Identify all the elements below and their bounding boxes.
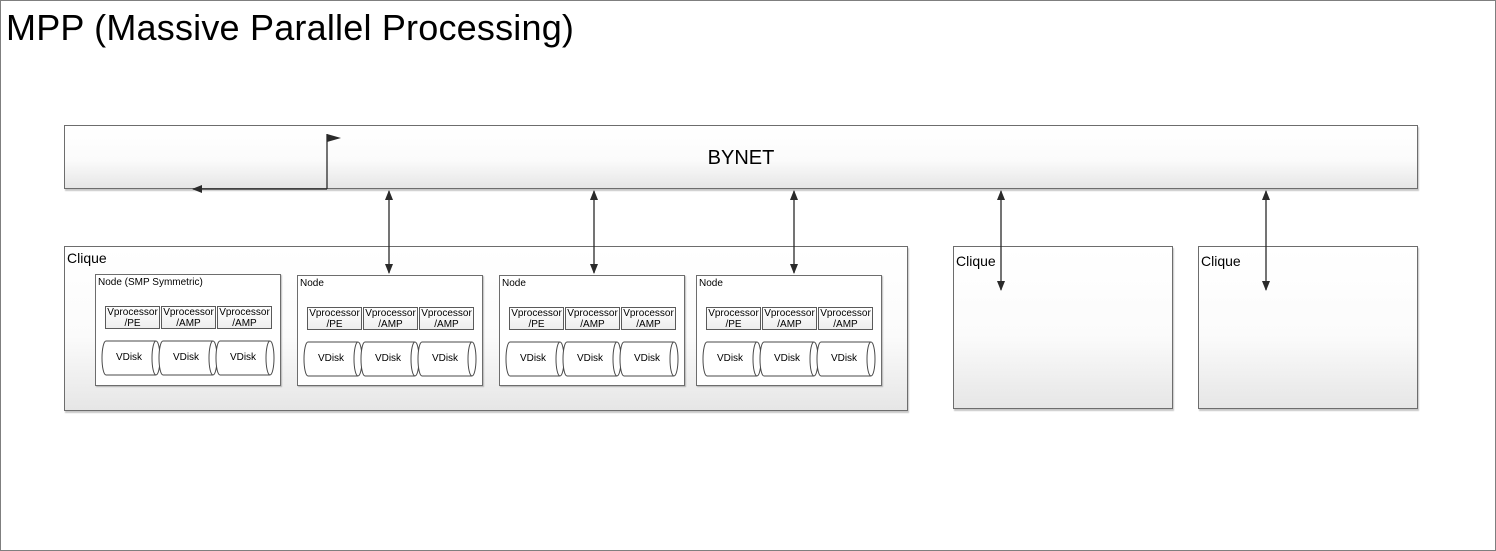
vprocessor-box: Vprocessor/PE <box>105 306 160 329</box>
vprocessor-label: Vprocessor <box>623 308 674 319</box>
vprocessor-role: /AMP <box>232 318 257 329</box>
vprocessor-role: /AMP <box>434 319 459 330</box>
vprocessor-label: Vprocessor <box>708 308 759 319</box>
vprocessor-label: Vprocessor <box>820 308 871 319</box>
vprocessor-role: /AMP <box>636 319 661 330</box>
vdisk: VDisk <box>215 340 275 376</box>
vprocessor-role: /AMP <box>580 319 605 330</box>
clique-3: Clique <box>1198 246 1418 409</box>
vprocessor-label: Vprocessor <box>309 308 360 319</box>
vprocessor-role: /AMP <box>777 319 802 330</box>
vprocessor-role: /PE <box>124 318 141 329</box>
vprocessor-label: Vprocessor <box>511 308 562 319</box>
vdisk-cylinder-icon <box>417 341 477 377</box>
vdisk: VDisk <box>759 341 819 377</box>
vdisk: VDisk <box>158 340 218 376</box>
vprocessor-box: Vprocessor/AMP <box>363 307 418 330</box>
node-label: Node <box>699 278 723 289</box>
clique-label: Clique <box>956 253 996 269</box>
vdisk: VDisk <box>417 341 477 377</box>
vdisk: VDisk <box>101 340 161 376</box>
vdisk-cylinder-icon <box>619 341 679 377</box>
bynet-label: BYNET <box>707 147 775 169</box>
vprocessor-role: /PE <box>528 319 545 330</box>
bynet-bar: BYNET <box>64 125 1418 189</box>
vprocessor-label: Vprocessor <box>365 308 416 319</box>
vprocessor-role: /AMP <box>833 319 858 330</box>
vprocessor-box: Vprocessor/AMP <box>565 307 620 330</box>
vdisk-label: VDisk <box>773 353 801 364</box>
flag-icon <box>327 134 341 142</box>
vdisk-cylinder-icon <box>101 340 161 376</box>
vprocessor-label: Vprocessor <box>107 307 158 318</box>
vdisk-label: VDisk <box>374 353 402 364</box>
vdisk-label: VDisk <box>317 353 345 364</box>
node-label: Node <box>300 278 324 289</box>
vdisk-label: VDisk <box>830 353 858 364</box>
vdisk-cylinder-icon <box>158 340 218 376</box>
vprocessor-label: Vprocessor <box>219 307 270 318</box>
vdisk-cylinder-icon <box>702 341 762 377</box>
vdisk-cylinder-icon <box>759 341 819 377</box>
vdisk: VDisk <box>702 341 762 377</box>
vdisk-cylinder-icon <box>215 340 275 376</box>
clique-label: Clique <box>67 250 107 266</box>
vdisk: VDisk <box>619 341 679 377</box>
node-label: Node (SMP Symmetric) <box>98 277 203 288</box>
vdisk-label: VDisk <box>172 352 200 363</box>
vprocessor-box: Vprocessor/PE <box>509 307 564 330</box>
vdisk-cylinder-icon <box>505 341 565 377</box>
vdisk-label: VDisk <box>633 353 661 364</box>
vprocessor-label: Vprocessor <box>421 308 472 319</box>
vdisk: VDisk <box>562 341 622 377</box>
vprocessor-box: Vprocessor/AMP <box>762 307 817 330</box>
vdisk-label: VDisk <box>519 353 547 364</box>
vdisk-cylinder-icon <box>562 341 622 377</box>
vdisk-cylinder-icon <box>303 341 363 377</box>
vdisk: VDisk <box>816 341 876 377</box>
vprocessor-box: Vprocessor/AMP <box>818 307 873 330</box>
vdisk-label: VDisk <box>431 353 459 364</box>
vdisk: VDisk <box>360 341 420 377</box>
vprocessor-box: Vprocessor/PE <box>706 307 761 330</box>
vprocessor-label: Vprocessor <box>163 307 214 318</box>
vprocessor-box: Vprocessor/AMP <box>419 307 474 330</box>
vprocessor-role: /AMP <box>176 318 201 329</box>
vprocessor-label: Vprocessor <box>567 308 618 319</box>
vdisk-label: VDisk <box>229 352 257 363</box>
diagram-title: MPP (Massive Parallel Processing) <box>6 7 575 48</box>
vprocessor-box: Vprocessor/AMP <box>217 306 272 329</box>
vprocessor-role: /AMP <box>378 319 403 330</box>
vprocessor-label: Vprocessor <box>764 308 815 319</box>
vprocessor-box: Vprocessor/AMP <box>161 306 216 329</box>
vprocessor-box: Vprocessor/AMP <box>621 307 676 330</box>
vdisk: VDisk <box>505 341 565 377</box>
clique-label: Clique <box>1201 253 1241 269</box>
vdisk-cylinder-icon <box>360 341 420 377</box>
node-label: Node <box>502 278 526 289</box>
clique-2: Clique <box>953 246 1173 409</box>
vdisk-label: VDisk <box>115 352 143 363</box>
vdisk-cylinder-icon <box>816 341 876 377</box>
vprocessor-role: /PE <box>326 319 343 330</box>
vdisk-label: VDisk <box>576 353 604 364</box>
vprocessor-box: Vprocessor/PE <box>307 307 362 330</box>
vprocessor-role: /PE <box>725 319 742 330</box>
vdisk: VDisk <box>303 341 363 377</box>
vdisk-label: VDisk <box>716 353 744 364</box>
